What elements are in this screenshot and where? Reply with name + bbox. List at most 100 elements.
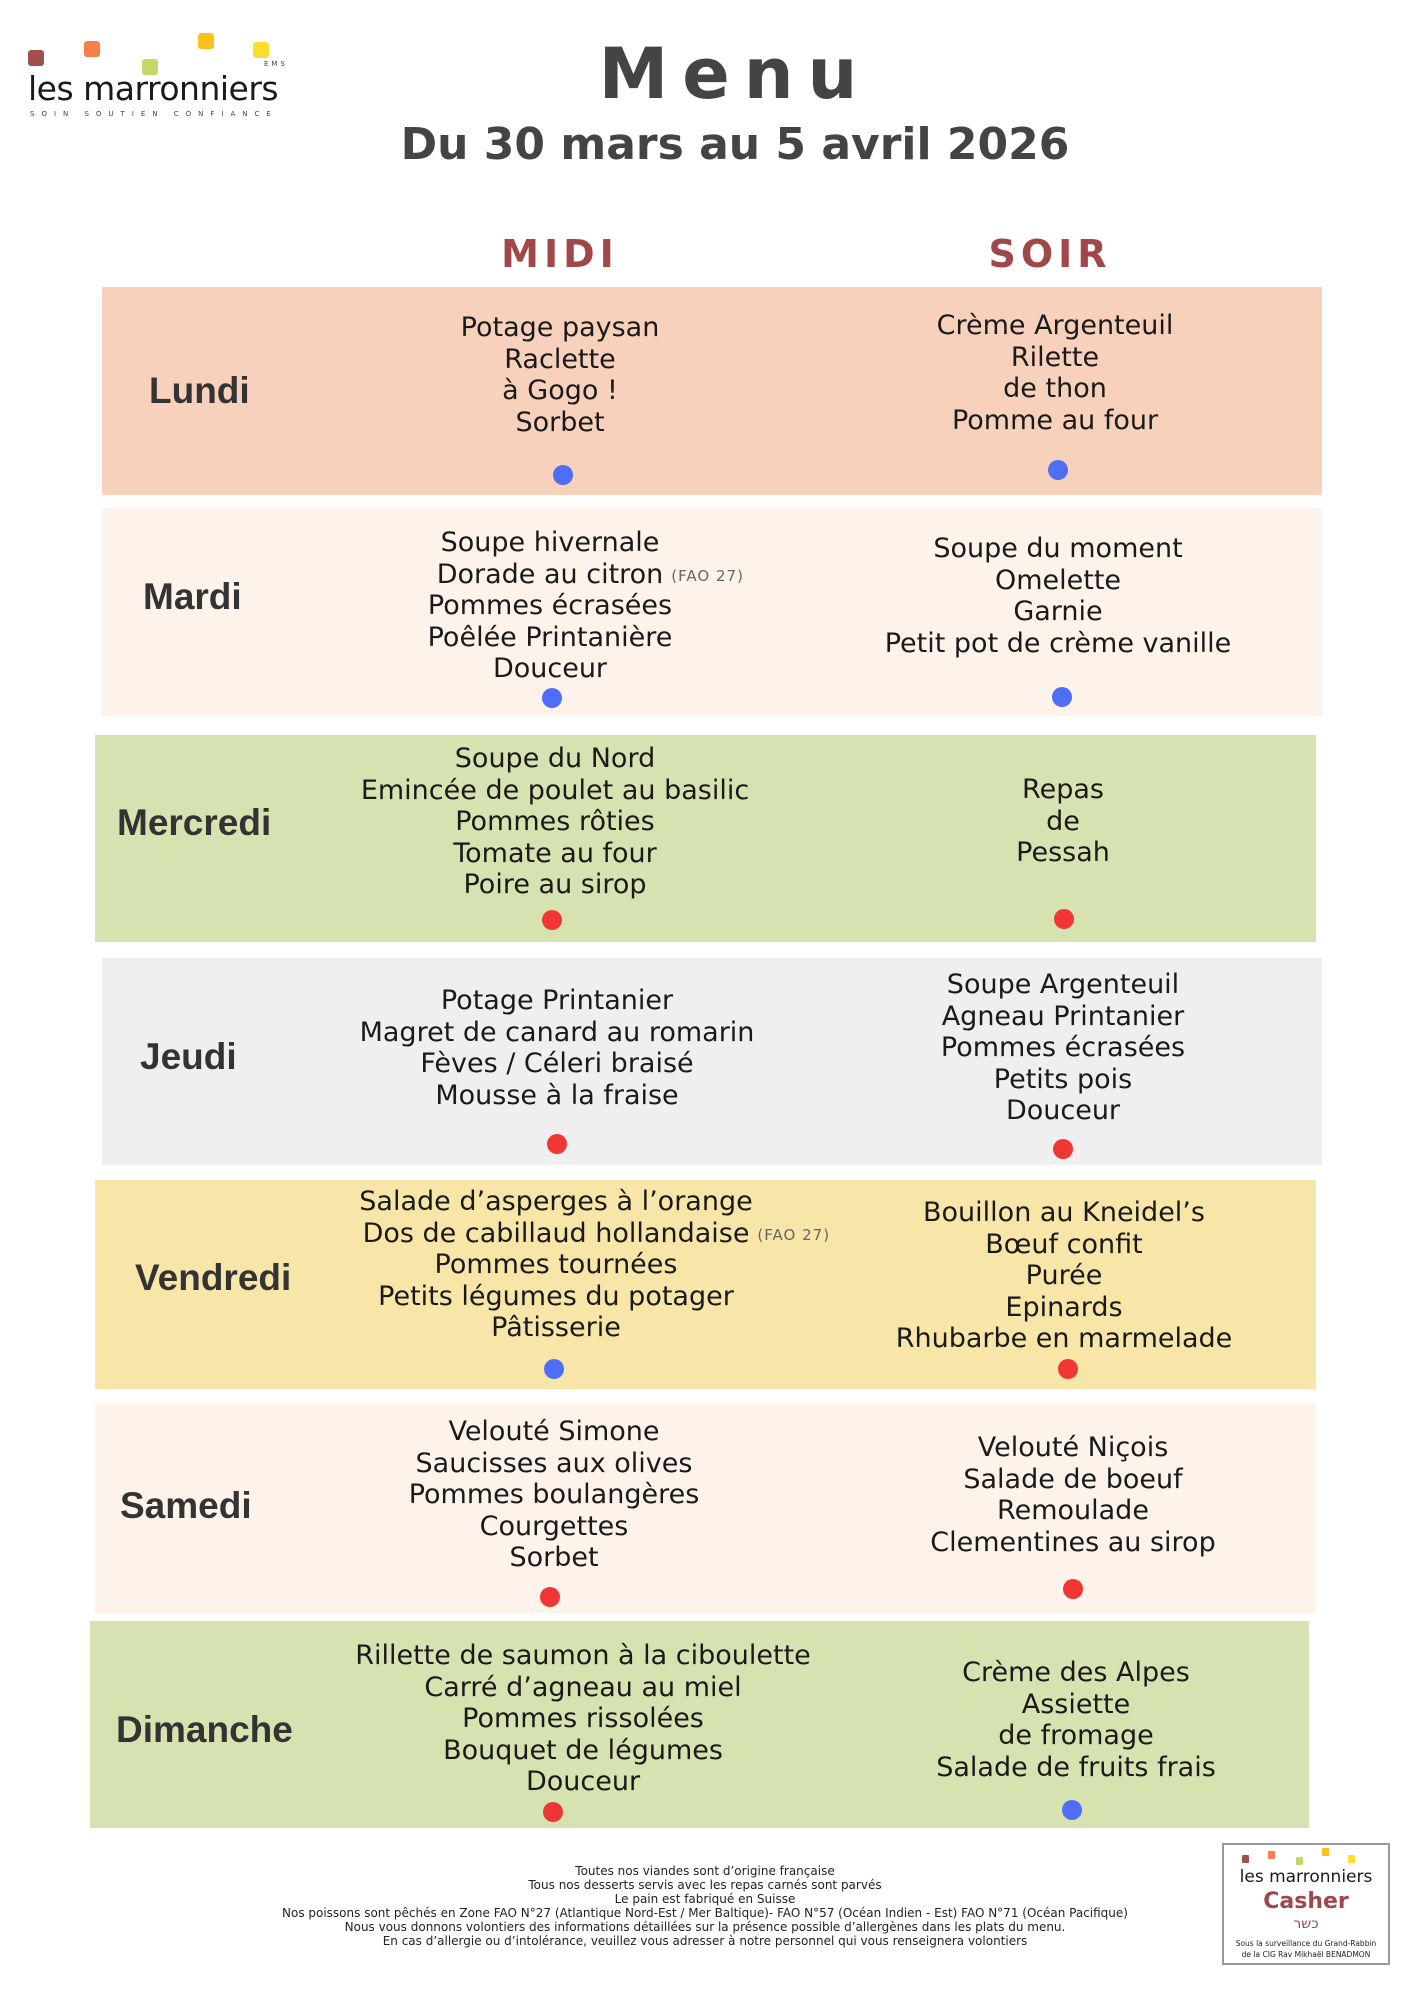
- menu-item-text: Assiette: [1021, 1688, 1131, 1720]
- menu-item: Pommes tournées: [359, 1249, 752, 1281]
- footer-line: Toutes nos viandes sont d’origine frança…: [575, 1864, 835, 1878]
- menu-item: Raclette: [461, 344, 660, 376]
- menu-item: Pommes écrasées: [941, 1032, 1185, 1064]
- menu-item: Velouté Simone: [409, 1416, 700, 1448]
- menu-item-text: Omelette: [994, 564, 1122, 596]
- menu-item-text: de: [1046, 805, 1080, 837]
- menu-item: Bouquet de légumes: [355, 1735, 811, 1767]
- menu-item-text: Emincée de poulet au basilic: [360, 774, 750, 806]
- menu-item: Assiette: [936, 1689, 1216, 1721]
- menu-item: Petits pois: [941, 1064, 1185, 1096]
- menu-item-text: Crème Argenteuil: [936, 310, 1174, 341]
- menu-item: Pessah: [1016, 837, 1110, 869]
- logo-tagline: SOIN SOUTIEN CONFIANCE: [30, 110, 278, 118]
- menu-item-text: Purée: [1025, 1260, 1103, 1292]
- menu-item: Douceur: [941, 1095, 1185, 1127]
- menu-item-text: Agneau Printanier: [941, 1000, 1185, 1032]
- menu-item: Pâtisserie: [359, 1312, 752, 1344]
- menu-item-text: Soupe du moment: [933, 533, 1183, 564]
- menu-item-text: Epinards: [1005, 1291, 1123, 1323]
- menu-item: Crème Argenteuil: [937, 310, 1174, 342]
- menu-item-text: Raclette: [504, 343, 616, 375]
- menu-item-text: Fèves / Céleri braisé: [420, 1048, 694, 1080]
- footer-line: En cas d’allergie ou d’intolérance, veui…: [382, 1934, 1028, 1948]
- midi-red-dot-icon: [543, 1802, 563, 1822]
- menu-item-text: Magret de canard au romarin: [359, 1016, 755, 1048]
- column-header-midi: MIDI: [501, 232, 619, 276]
- menu-item: Potage paysan: [461, 312, 660, 344]
- menu-item-text: Remoulade: [997, 1495, 1149, 1527]
- menu-item-text: à Gogo !: [502, 375, 618, 407]
- menu-item: à Gogo !: [461, 375, 660, 407]
- menu-item-text: Potage Printanier: [440, 985, 674, 1016]
- footer-line: Tous nos desserts servis avec les repas …: [528, 1878, 882, 1892]
- menu-item: Saucisses aux olives: [409, 1448, 700, 1480]
- menu-item-text: Dos de cabillaud hollandaise: [362, 1217, 750, 1249]
- soir-red-dot-icon: [1053, 1139, 1073, 1159]
- midi-blue-dot-icon: [544, 1359, 564, 1379]
- menu-item-text: Pomme au four: [951, 404, 1159, 436]
- logo-square: [198, 33, 214, 49]
- menu-item: Epinards: [896, 1292, 1233, 1324]
- casher-brand: les marronniers: [1239, 1867, 1373, 1887]
- menu-item: Poêlée Printanière: [428, 622, 673, 654]
- menu-item: Pommes boulangères: [409, 1479, 700, 1511]
- menu-item: Sorbet: [409, 1542, 700, 1574]
- menu-item-text: Douceur: [492, 653, 608, 685]
- menu-item-text: Saucisses aux olives: [415, 1447, 693, 1479]
- soir-red-dot-icon: [1063, 1579, 1083, 1599]
- menu-item-text: Pommes tournées: [434, 1249, 678, 1281]
- menu-item: Douceur: [355, 1766, 811, 1798]
- midi-blue-dot-icon: [542, 688, 562, 708]
- casher-hebrew: כשר: [1293, 1916, 1319, 1932]
- logo-square: [1242, 1855, 1249, 1863]
- menu-item-text: Salade de fruits frais: [936, 1751, 1216, 1783]
- menu-item: Soupe du moment: [885, 533, 1232, 565]
- menu-item: Carré d’agneau au miel: [355, 1672, 811, 1704]
- logo-name: les marronniers: [28, 69, 279, 108]
- soir-red-dot-icon: [1058, 1359, 1078, 1379]
- menu-item-text: Salade de boeuf: [963, 1463, 1183, 1495]
- logo-square: [1348, 1855, 1355, 1863]
- menu-item: Courgettes: [409, 1511, 700, 1543]
- menu-item: de: [1016, 806, 1110, 838]
- day-label: Jeudi: [140, 1036, 237, 1077]
- menu-item-text: Courgettes: [479, 1510, 629, 1542]
- fao-note: (FAO 27): [671, 566, 744, 585]
- menu-item-text: Douceur: [525, 1766, 641, 1798]
- midi-red-dot-icon: [547, 1134, 567, 1154]
- menu-item-text: Tomate au four: [453, 837, 657, 869]
- menu-item-text: Sorbet: [509, 1542, 599, 1574]
- menu-item-text: Petits pois: [993, 1063, 1133, 1095]
- casher-supervision-line: Sous la surveillance du Grand-Rabbin: [1235, 1939, 1377, 1948]
- day-label: Mercredi: [117, 802, 272, 843]
- menu-item: Fèves / Céleri braisé: [360, 1048, 755, 1080]
- menu-item: Bœuf confit: [896, 1229, 1233, 1261]
- day-label: Vendredi: [135, 1257, 292, 1298]
- menu-item: Dos de cabillaud hollandaise(FAO 27): [359, 1217, 829, 1250]
- menu-item: de thon: [937, 373, 1174, 405]
- menu-item: Crème des Alpes: [936, 1657, 1216, 1689]
- menu-item-text: Carré d’agneau au miel: [424, 1671, 742, 1703]
- menu-item: Purée: [896, 1260, 1233, 1292]
- menu-item-text: Repas: [1022, 774, 1104, 805]
- menu-item: Rilette: [937, 342, 1174, 374]
- menu-item: Repas: [1016, 774, 1110, 806]
- menu-item-text: Potage paysan: [460, 312, 660, 343]
- footer-line: Le pain est fabriqué en Suisse: [614, 1892, 796, 1906]
- menu-item-text: Velouté Niçois: [977, 1432, 1169, 1463]
- logo-ems: EMS: [264, 60, 288, 68]
- menu-item-text: Pommes rôties: [455, 806, 655, 838]
- menu-item-text: Soupe hivernale: [440, 527, 660, 558]
- menu-item-text: de thon: [1003, 373, 1107, 405]
- menu-item: Rhubarbe en marmelade: [896, 1323, 1233, 1355]
- menu-item: Rillette de saumon à la ciboulette: [355, 1640, 811, 1672]
- menu-item-text: Poire au sirop: [463, 869, 647, 901]
